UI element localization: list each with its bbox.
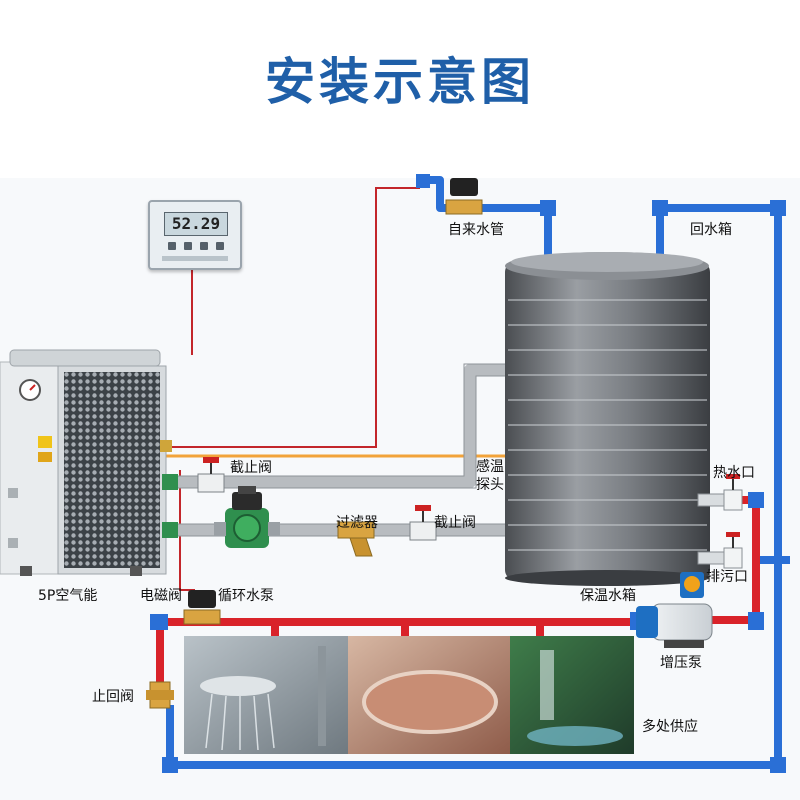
joint — [770, 757, 786, 773]
signal-wires — [165, 187, 420, 591]
label-shutoff-valve-top: 截止阀 — [230, 460, 272, 476]
label-filter: 过滤器 — [336, 515, 378, 531]
pipe-joints — [150, 174, 786, 773]
shutoff-valve-mid-icon — [409, 505, 437, 541]
joint — [652, 200, 668, 216]
tank-bands — [508, 299, 707, 551]
label-temp-probe-1: 感温 — [476, 459, 504, 475]
label-temp-probe-2: 探头 — [476, 477, 504, 493]
label-return-tank: 回水箱 — [690, 222, 732, 238]
joint — [770, 200, 786, 216]
return-pipe — [166, 204, 782, 769]
shutoff-valve-top-icon — [197, 457, 225, 493]
label-shutoff-valve-mid: 截止阀 — [434, 515, 476, 531]
label-check-valve: 止回阀 — [92, 689, 134, 705]
tank-fittings — [697, 474, 743, 569]
booster-pump-icon — [636, 572, 713, 648]
joint — [150, 614, 168, 630]
solenoid-valve-mid-icon — [232, 486, 262, 510]
controller-display: 52.29 — [164, 212, 228, 236]
label-heat-pump: 5P空气能 — [38, 588, 98, 604]
circulation-pump-icon — [214, 508, 280, 548]
wire-solenoid-bottom — [179, 470, 195, 591]
solenoid-valve-top-icon — [445, 178, 483, 215]
warning-label-icon — [38, 436, 52, 448]
check-valve-icon — [146, 681, 174, 709]
insulated-water-tank — [505, 252, 710, 586]
solenoid-valve-bottom-icon — [183, 590, 221, 625]
joint — [540, 200, 556, 216]
label-insulated-tank: 保温水箱 — [580, 588, 636, 604]
wire-solenoid-top — [165, 187, 420, 448]
joint — [748, 492, 764, 508]
label-hot-water-outlet: 热水口 — [713, 465, 755, 481]
hot-return-pipe — [165, 364, 510, 488]
joint — [162, 757, 178, 773]
temperature-controller: 52.29 — [148, 200, 242, 270]
controller-keys — [168, 242, 224, 252]
pump-outlet-fittings — [160, 440, 178, 538]
label-tap-water-pipe: 自来水管 — [448, 222, 504, 238]
label-circulation-pump: 循环水泵 — [218, 588, 274, 604]
label-multi-supply: 多处供应 — [642, 719, 698, 735]
label-drain-outlet: 排污口 — [706, 569, 748, 585]
label-solenoid-valve: 电磁阀 — [140, 588, 182, 604]
joint — [748, 612, 764, 630]
page-title: 安装示意图 — [265, 53, 535, 111]
filter-icon — [337, 521, 375, 557]
label-booster-pump: 增压泵 — [660, 655, 702, 671]
heat-pump-unit — [0, 349, 167, 576]
supply-photos — [184, 636, 634, 754]
tap-water-pipe — [420, 176, 552, 262]
joint — [416, 174, 430, 188]
